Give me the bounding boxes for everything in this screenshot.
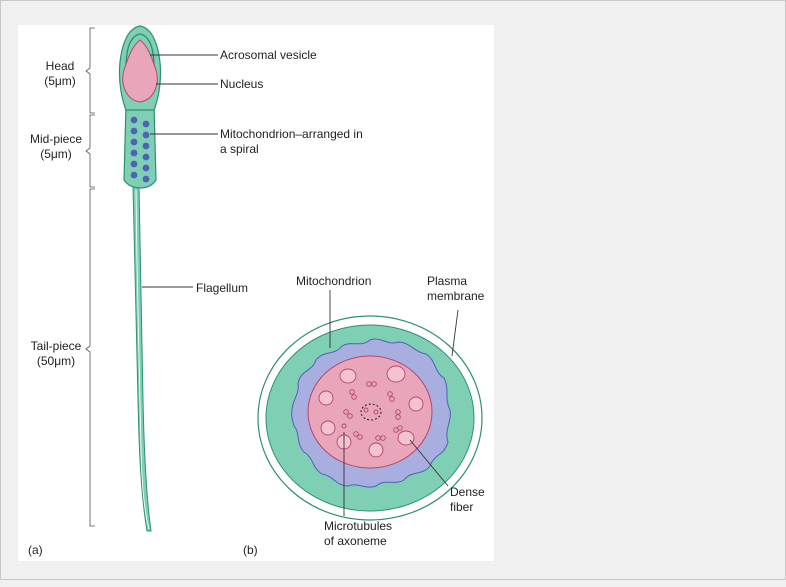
plasma-label-1: Plasma [427, 274, 467, 288]
tailpiece-label: Tail-piece [31, 339, 82, 353]
nucleus-label: Nucleus [220, 77, 263, 91]
dense-label-2: fiber [450, 500, 473, 514]
dense-label-1: Dense [450, 485, 485, 499]
sperm-cell [119, 26, 160, 531]
midpiece-size: (5μm) [40, 147, 72, 161]
mitochondrion-spiral-label-2: a spiral [220, 142, 259, 156]
head-label: Head [46, 59, 75, 73]
region-braces [86, 28, 95, 526]
flagellum-label: Flagellum [196, 281, 248, 295]
tailpiece-brace [86, 189, 95, 526]
panel-a-label: (a) [28, 543, 43, 557]
microtubules-label-1: Microtubules [324, 519, 392, 533]
mitochondrion-b-label: Mitochondrion [296, 274, 371, 288]
acrosomal-vesicle-label: Acrosomal vesicle [220, 48, 317, 62]
cross-section [258, 316, 482, 520]
tailpiece-size: (50μm) [37, 354, 75, 368]
head-brace [86, 28, 95, 113]
head-size: (5μm) [44, 74, 76, 88]
midpiece-label: Mid-piece [30, 132, 82, 146]
plasma-membrane-leader [452, 310, 458, 356]
plasma-label-2: membrane [427, 289, 485, 303]
midpiece-body [124, 104, 156, 188]
panel-b-label: (b) [243, 543, 258, 557]
mitochondrion-spiral-label-1: Mitochondrion–arranged in [220, 127, 363, 141]
midpiece-brace [86, 115, 95, 187]
microtubules-label-2: of axoneme [324, 534, 387, 548]
